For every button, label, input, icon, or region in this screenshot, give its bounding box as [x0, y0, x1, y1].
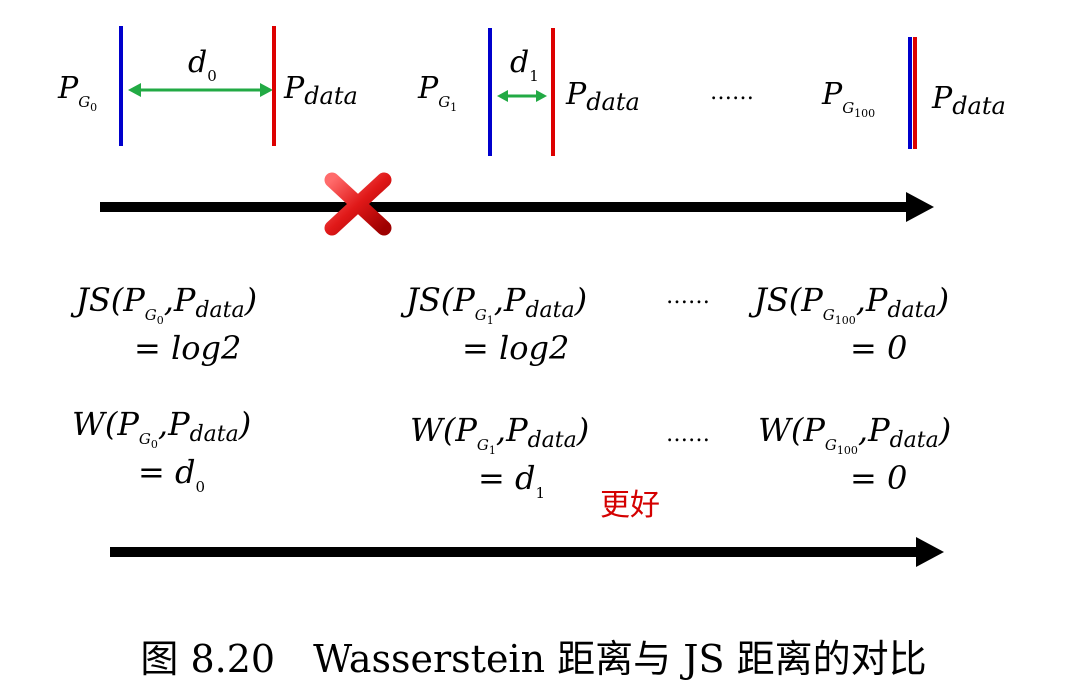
pdata-line-1 — [551, 28, 555, 156]
label-pdata-1: Pdata — [566, 77, 640, 116]
w-value-1: = d1 — [478, 459, 546, 502]
pdata-line-0 — [272, 26, 276, 146]
figure-caption: 图 8.20 Wasserstein 距离与 JS 距离的对比 — [140, 637, 927, 681]
js-value-1: = log2 — [462, 329, 570, 367]
top-ellipsis: …… — [710, 80, 754, 105]
label-pg0: PG0 — [58, 71, 98, 114]
js-formula-2: JS(PG100,Pdata) — [754, 281, 950, 327]
js-value-2: = 0 — [850, 329, 908, 367]
pg0-line — [119, 26, 123, 146]
pdata-line-100 — [913, 37, 917, 149]
w-value-0: = d0 — [138, 453, 206, 496]
label-d1: d1 — [510, 45, 539, 85]
pg1-line — [488, 28, 492, 156]
better-label: 更好 — [600, 488, 660, 523]
w-progress-arrow — [110, 547, 920, 557]
label-pg100: PG100 — [822, 77, 876, 120]
label-d0: d0 — [188, 45, 217, 85]
label-pdata-100: Pdata — [932, 81, 1006, 120]
w-formula-1: W(PG1,Pdata) — [410, 411, 590, 457]
d1-distance-arrow — [497, 90, 547, 102]
label-pg1: PG1 — [418, 71, 458, 114]
js-progress-arrow — [100, 202, 910, 212]
js-progress-arrowhead — [906, 192, 934, 222]
w-ellipsis: …… — [666, 422, 710, 447]
w-formula-2: W(PG100,Pdata) — [758, 411, 952, 457]
js-formula-1: JS(PG1,Pdata) — [406, 281, 588, 327]
pg100-line — [908, 37, 912, 149]
d0-distance-arrow — [128, 83, 273, 97]
w-formula-0: W(PG0,Pdata) — [72, 405, 252, 451]
js-ellipsis: …… — [666, 284, 710, 309]
label-pdata-0: Pdata — [284, 71, 358, 110]
w-progress-arrowhead — [916, 537, 944, 567]
js-formula-0: JS(PG0,Pdata) — [76, 281, 258, 327]
js-value-0: = log2 — [134, 329, 242, 367]
w-value-2: = 0 — [850, 459, 908, 497]
cross-icon — [324, 172, 392, 236]
